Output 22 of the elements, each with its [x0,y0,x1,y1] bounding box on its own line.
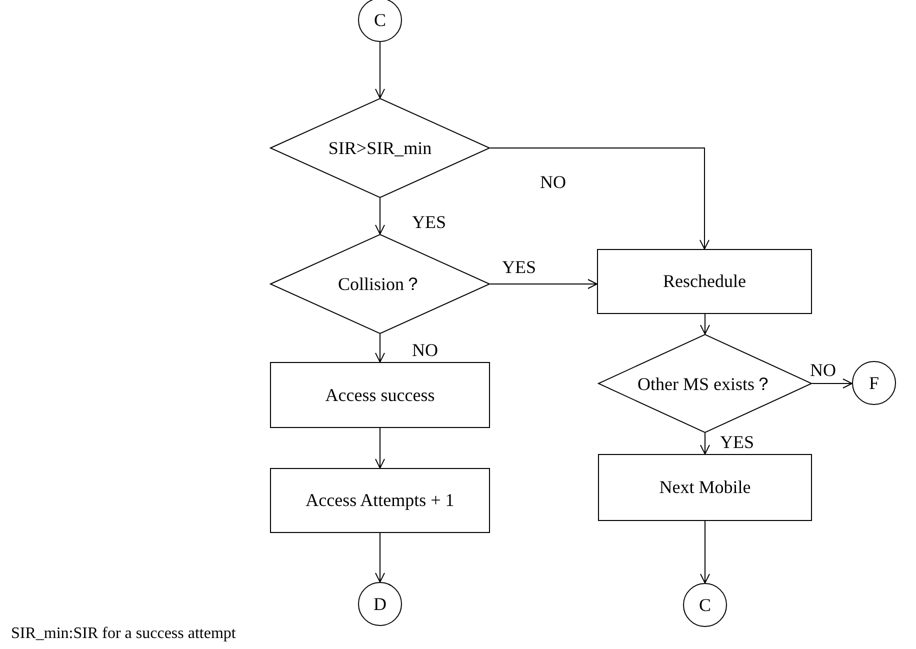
arrow [375,42,385,98]
arrow [375,532,385,582]
arrow [812,378,852,388]
arrow [375,428,385,468]
arrow [490,148,710,250]
connector-circle: C [683,583,727,627]
connector-circle: D [358,582,402,626]
process-box: Reschedule [597,249,812,314]
process-box: Access Attempts + 1 [270,468,490,533]
decision-diamond: SIR>SIR_min [270,98,490,198]
arrow [375,198,385,234]
arrow [490,279,598,289]
arrow [375,334,385,362]
footnote: SIR_min:SIR for a success attempt [9,624,238,644]
process-box: Access success [270,362,490,428]
process-box: Next Mobile [598,454,812,521]
connector-circle: F [852,361,896,405]
decision-diamond: Collision？ [270,234,490,334]
arrow [700,432,710,454]
arrow [700,520,710,584]
decision-diamond: Other MS exists？ [598,334,812,433]
arrow [700,314,710,334]
